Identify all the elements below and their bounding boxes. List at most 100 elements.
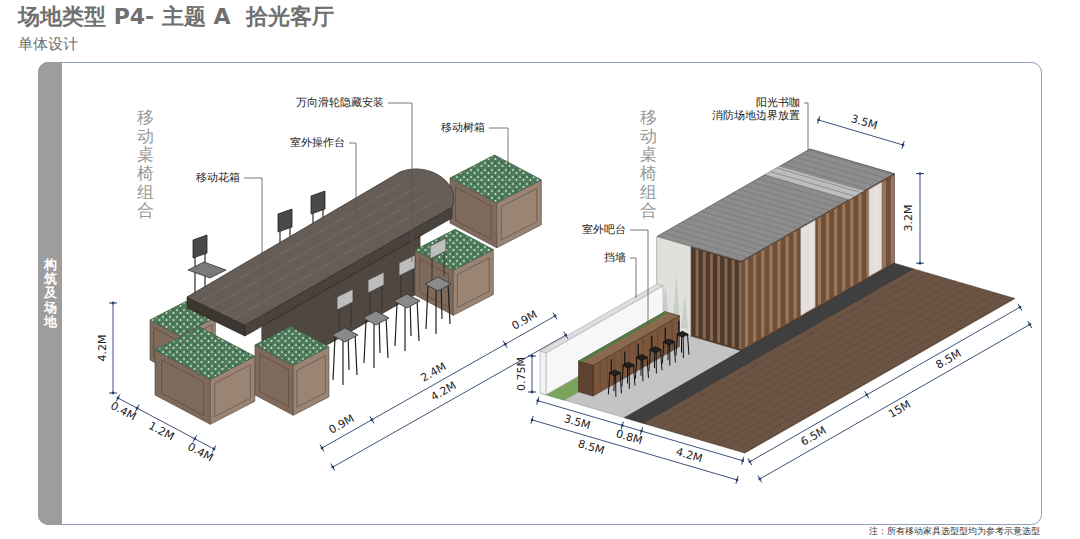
dimension-label: 0.75M	[516, 357, 529, 391]
wood-slat	[761, 249, 764, 338]
dimension-tick	[902, 141, 904, 149]
roof-slat	[695, 215, 779, 240]
dimension-dot	[331, 466, 334, 469]
dimension-dot	[640, 430, 643, 433]
roof-slat	[802, 154, 886, 179]
dimension-line	[322, 316, 555, 448]
roof-slat	[714, 204, 798, 229]
wood-grain	[199, 183, 404, 303]
roof-slat	[770, 172, 854, 197]
roof-slat	[720, 200, 804, 225]
stool-leg	[629, 367, 630, 389]
chair-back	[193, 235, 207, 258]
dimension-line	[113, 303, 114, 393]
wood-slat	[739, 262, 742, 350]
stool-leg	[683, 336, 684, 358]
stool-leg	[635, 358, 637, 379]
stool-leg	[647, 357, 649, 378]
flower-box-top	[415, 229, 493, 270]
stool-leg	[608, 373, 610, 394]
bar-groove	[657, 330, 658, 358]
wood-slat	[745, 259, 748, 348]
stool-seat	[394, 294, 420, 308]
stool-back	[430, 238, 446, 259]
wood-slat	[826, 212, 829, 301]
deck-joint	[806, 331, 907, 361]
wood-slat	[717, 256, 720, 344]
dimension-dot	[741, 459, 744, 462]
chair-seat	[188, 262, 226, 278]
subtitle: 单体设计	[18, 36, 78, 53]
stool-seat	[622, 362, 634, 368]
dimension-tick	[370, 416, 374, 423]
wood-slat	[834, 208, 837, 297]
roof-slat	[745, 186, 829, 211]
tree-silhouette	[681, 295, 688, 330]
stool-leg	[642, 360, 643, 382]
tree-box-top	[450, 155, 541, 203]
dimension-dot	[112, 392, 115, 395]
deck-joint	[671, 408, 772, 438]
dimension-dot	[919, 172, 922, 175]
stool-seat	[363, 311, 389, 325]
bar-groove	[607, 358, 608, 386]
stool-leg	[660, 349, 662, 370]
stool-seat	[649, 347, 661, 353]
dimension-dot	[1019, 306, 1022, 309]
dimension-tick	[758, 476, 762, 483]
stool-leg	[615, 375, 616, 397]
deck-joint	[887, 284, 988, 314]
stool-seat	[609, 370, 621, 376]
dimension-tick	[736, 476, 738, 484]
dimension-tick	[109, 393, 117, 394]
stool-leg	[620, 373, 622, 394]
dimension-dot	[758, 478, 761, 481]
leader-line	[630, 258, 636, 298]
wood-grain	[210, 188, 415, 308]
wood-slat	[753, 254, 756, 343]
dimension-tick	[916, 173, 924, 174]
callout-label: 室外操作台	[290, 137, 345, 150]
dimension-tick	[553, 313, 557, 320]
dimension-tick	[320, 445, 324, 452]
wood-slat	[696, 249, 699, 337]
stool-leg	[395, 303, 397, 346]
wood-slat	[858, 194, 861, 283]
callout-label: 室外吧台	[582, 224, 626, 237]
deck-joint	[725, 377, 826, 407]
roof-slat	[689, 218, 773, 243]
dimension-tick	[528, 392, 536, 393]
leader-lines	[244, 103, 808, 348]
dimension-tick	[817, 116, 819, 124]
roof-slat	[764, 175, 848, 200]
group-caption: 移动桌椅组合	[640, 108, 657, 220]
bar-counter-front	[579, 361, 594, 396]
dimension-dot	[370, 418, 373, 421]
dimension-line	[920, 174, 921, 264]
dimension-dot	[531, 355, 534, 358]
dimension-tick	[1028, 321, 1032, 328]
dimension-line	[750, 307, 1020, 462]
group-caption: 移动桌椅组合	[137, 108, 154, 220]
chair-back	[311, 191, 325, 214]
stool-leg	[333, 337, 335, 380]
callout-label: 移动花箱	[196, 172, 240, 185]
roof-slat	[739, 190, 823, 215]
dimension-tick	[528, 356, 536, 357]
wood-slat	[842, 203, 845, 292]
stool-leg	[674, 342, 676, 363]
dimension-tick	[621, 422, 623, 430]
roof-slat	[663, 233, 747, 258]
wood-slat	[891, 175, 894, 264]
dimension-dot	[536, 399, 539, 402]
stool-leg	[622, 366, 624, 387]
dimension-dot	[504, 343, 507, 346]
white-curtain	[869, 182, 882, 276]
stool-back	[368, 272, 384, 293]
dimension-tick	[865, 391, 869, 398]
dimension-dot	[749, 460, 752, 463]
page-title: 场地类型 P4- 主题 A 拾光客厅	[18, 2, 334, 32]
stool-leg	[417, 299, 419, 341]
